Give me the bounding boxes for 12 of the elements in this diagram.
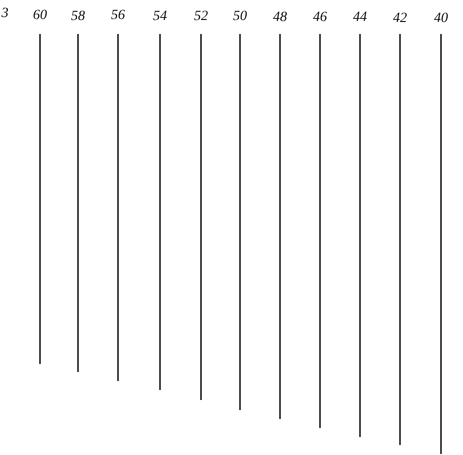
scale-number: 54 — [153, 9, 167, 25]
scale-number: 56 — [111, 8, 125, 24]
scale-number: 58 — [71, 9, 85, 25]
scale-number: 50 — [233, 9, 247, 25]
scale-number: 60 — [33, 8, 47, 24]
scale-number: 42 — [393, 11, 407, 27]
scale-number: 44 — [353, 10, 367, 26]
scale-number: 3 — [2, 6, 8, 22]
scale-number: 40 — [434, 11, 448, 27]
scale-number: 48 — [273, 10, 287, 26]
scale-number: 46 — [313, 10, 327, 26]
scale-number: 52 — [194, 9, 208, 25]
